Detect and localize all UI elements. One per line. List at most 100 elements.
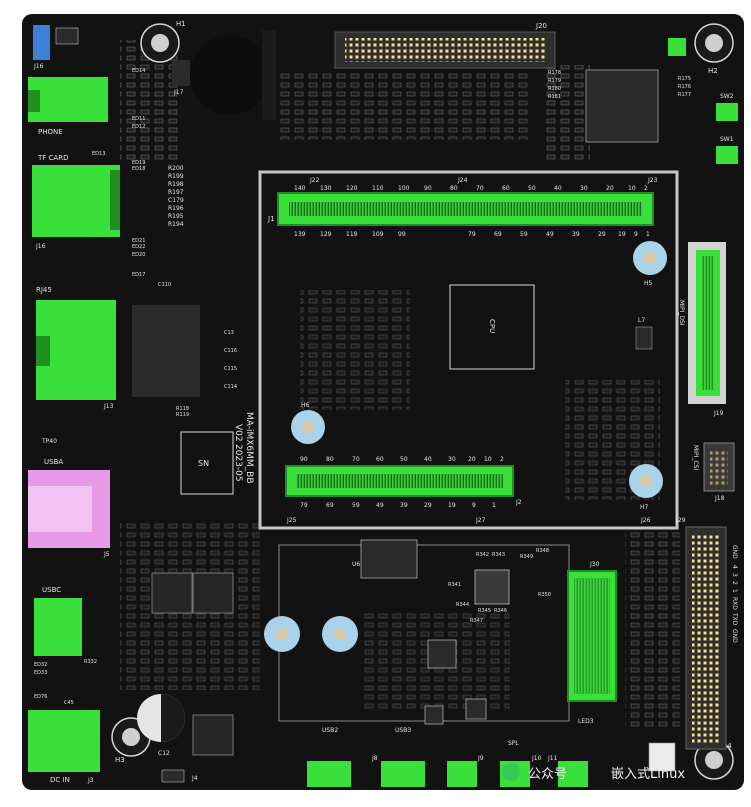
j1-pin-bottom: 79: [468, 231, 476, 238]
hdr-label: GND: [731, 629, 738, 643]
j4-label: J4: [191, 775, 198, 782]
j1-pin-bottom: 9: [634, 231, 638, 238]
switch-sw1: SW1: [716, 136, 738, 164]
j24-label: J24: [457, 177, 468, 184]
inductor-3: [192, 714, 234, 756]
mipi-dsi-label: MIPI_DSI: [678, 300, 685, 326]
som-module-outline: [258, 170, 679, 530]
u6-label: U6: [352, 561, 360, 568]
j2-pin-top: 50: [400, 456, 408, 463]
misc-label: R179: [548, 78, 561, 84]
j1-pin-numbers-bottom: 139 129 119 109 99 79 69 59 49 39 29 19 …: [294, 231, 650, 238]
j1-pin-top: 60: [502, 185, 510, 192]
header-j29-signal-labels: GND 4 3 2 1 RXD TXD GND: [731, 545, 738, 643]
misc-label: R342: [476, 552, 489, 558]
j2-pin-bottom: 69: [326, 502, 334, 509]
j1-pin-top: 10: [628, 185, 636, 192]
hdr-label: GND: [731, 545, 738, 559]
misc-label: R341: [448, 582, 461, 588]
j1-pin-top: 30: [580, 185, 588, 192]
l7-label: L7: [638, 317, 645, 324]
h7-label: H7: [640, 504, 649, 511]
res-label: C179: [168, 197, 184, 204]
j2-label: J2: [515, 499, 522, 506]
tp40-label: TP40: [41, 438, 57, 445]
j1-pin-top: 20: [606, 185, 614, 192]
usb2-label: USB2: [322, 727, 338, 734]
j2-pin-top: 80: [326, 456, 334, 463]
j2-pin-bottom: 1: [492, 502, 496, 509]
j22-label: J22: [309, 177, 320, 184]
misc-label: R178: [548, 70, 561, 76]
sn-label: SN: [198, 459, 209, 468]
j1-pin-top: 2: [644, 185, 648, 192]
misc-label: C115: [224, 366, 237, 372]
j18-label: J18: [714, 495, 725, 502]
header-j20: J20: [334, 22, 556, 69]
j1-pin-bottom: 119: [346, 231, 358, 238]
h1-label: H1: [176, 20, 186, 28]
misc-label: R347: [470, 618, 483, 624]
j2-pin-bottom: 19: [448, 502, 456, 509]
j1-pin-top: 140: [294, 185, 306, 192]
misc-label: ED17: [132, 272, 145, 278]
misc-label: R176: [678, 84, 691, 90]
j1-pin-bottom: 129: [320, 231, 332, 238]
misc-label: R346: [494, 608, 507, 614]
dc-in-jack: DC IN J3: [28, 710, 100, 784]
chip-small-bottom: [424, 705, 444, 725]
misc-label: R118: [176, 406, 189, 412]
j2-pin-top: 60: [376, 456, 384, 463]
j1-label: J1: [267, 215, 275, 223]
j1-pin-bottom: 19: [618, 231, 626, 238]
j2-pin-top: 10: [484, 456, 492, 463]
silk-resistor-column: R200 R199 R198 R197 C179 R196 R195 R194: [168, 165, 184, 228]
phone-label: PHONE: [38, 128, 63, 136]
tf-card-slot: TF CARD J16: [32, 154, 120, 250]
hdr-label: 2: [731, 581, 738, 585]
mount-hole-h2: H2: [694, 23, 734, 75]
rj45-label: RJ45: [36, 286, 52, 294]
j2-pin-bottom: 79: [300, 502, 308, 509]
j2-pin-top: 20: [468, 456, 476, 463]
h5-label: H5: [644, 280, 653, 287]
j1-pin-bottom: 59: [520, 231, 528, 238]
chip-small-bottom-2: [465, 698, 487, 720]
misc-label: ED21: [132, 238, 145, 244]
j1-pin-bottom: 49: [546, 231, 554, 238]
j1-pin-bottom: 109: [372, 231, 384, 238]
misc-label: ED76: [34, 694, 47, 700]
j9-label: J9: [477, 755, 484, 762]
som-hole-h7: H7: [629, 464, 663, 511]
mount-hole-h1: H1: [140, 20, 186, 63]
misc-label: R175: [678, 76, 691, 82]
h3-label: H3: [115, 756, 125, 764]
res-label: R195: [168, 213, 184, 220]
h2-label: H2: [708, 67, 718, 75]
res-label: R200: [168, 165, 184, 172]
j1-pin-bottom: 99: [398, 231, 406, 238]
smd-field-right: [545, 65, 590, 160]
j1-pin-top: 130: [320, 185, 332, 192]
mipi-csi-connector-j18: MIPI_CSI J18: [692, 442, 735, 502]
j30-label: J30: [589, 561, 600, 568]
j23-label: J23: [647, 177, 658, 184]
dc-in-label: DC IN: [50, 776, 70, 784]
res-label: R197: [168, 189, 184, 196]
misc-label: R180: [548, 86, 561, 92]
misc-label: R119: [176, 412, 189, 418]
smd-field-mid: [300, 290, 410, 410]
j2-pin-top: 90: [300, 456, 308, 463]
chip-top-right: [585, 69, 659, 143]
j16-label: J16: [35, 243, 46, 250]
j1-pin-top: 110: [372, 185, 384, 192]
j1-pin-bottom: 69: [494, 231, 502, 238]
misc-label: ED18: [132, 166, 145, 172]
j1-pin-top: 90: [424, 185, 432, 192]
connector-j1: J1 J22 J24 J23: [267, 177, 658, 226]
green-led-top: [668, 38, 686, 56]
connector-j11: J11: [547, 755, 588, 787]
res-label: R198: [168, 181, 184, 188]
j1-pin-top: 100: [398, 185, 410, 192]
blue-jumper: [33, 25, 50, 60]
